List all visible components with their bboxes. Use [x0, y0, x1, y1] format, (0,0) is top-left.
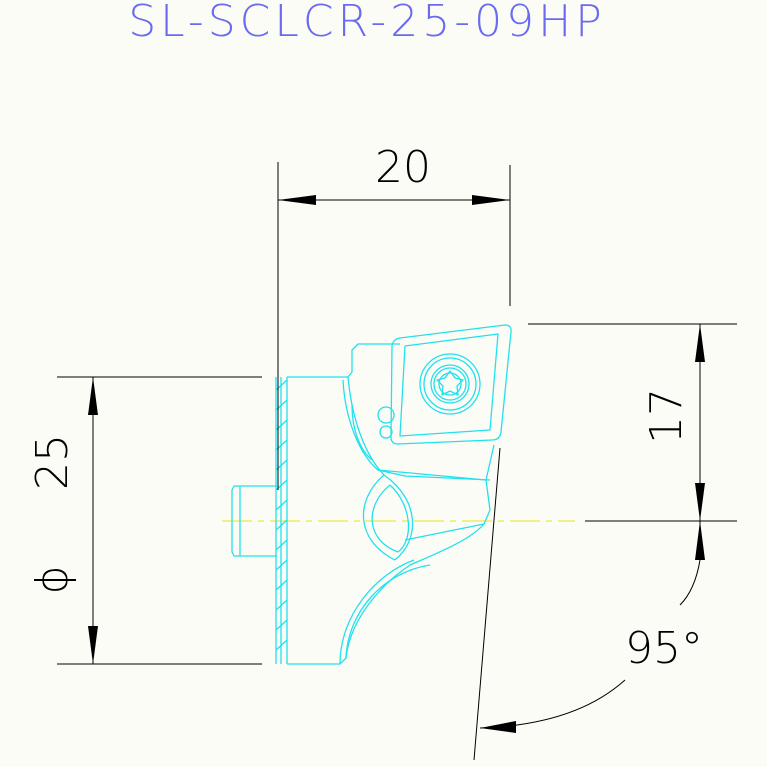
body-inner-contour — [347, 376, 385, 476]
arrowheads — [88, 195, 705, 733]
angle-arc-2 — [479, 679, 626, 729]
drawing-title: SL-SCLCR-25-09HP — [128, 0, 606, 47]
knurled-flange — [275, 377, 288, 664]
web-right-inner — [389, 484, 410, 553]
lower-rib-2 — [339, 559, 415, 665]
angle-arc-1 — [679, 559, 701, 606]
lower-rib — [345, 564, 431, 659]
body-side-line — [377, 469, 491, 481]
dimension-lines — [57, 162, 737, 761]
screw-torx — [436, 370, 464, 396]
web-left — [362, 474, 396, 561]
body-front-face — [342, 379, 495, 481]
body-front-lower — [404, 479, 491, 541]
web-left-inner — [371, 484, 399, 553]
height-label: 17 — [641, 388, 692, 444]
cutting-insert — [390, 324, 512, 445]
screw-outer — [419, 353, 481, 415]
diameter-symbol: ϕ — [27, 565, 78, 594]
web-right — [383, 474, 414, 561]
angle-ref-line — [473, 447, 501, 761]
insert-inner-edge — [399, 333, 499, 437]
angle-label: 95° — [625, 623, 703, 674]
shank-stub — [231, 485, 277, 557]
diameter-value: 25 — [27, 434, 78, 490]
tool-holder — [231, 324, 512, 665]
width-label: 20 — [375, 142, 431, 193]
locating-pin — [377, 406, 395, 424]
